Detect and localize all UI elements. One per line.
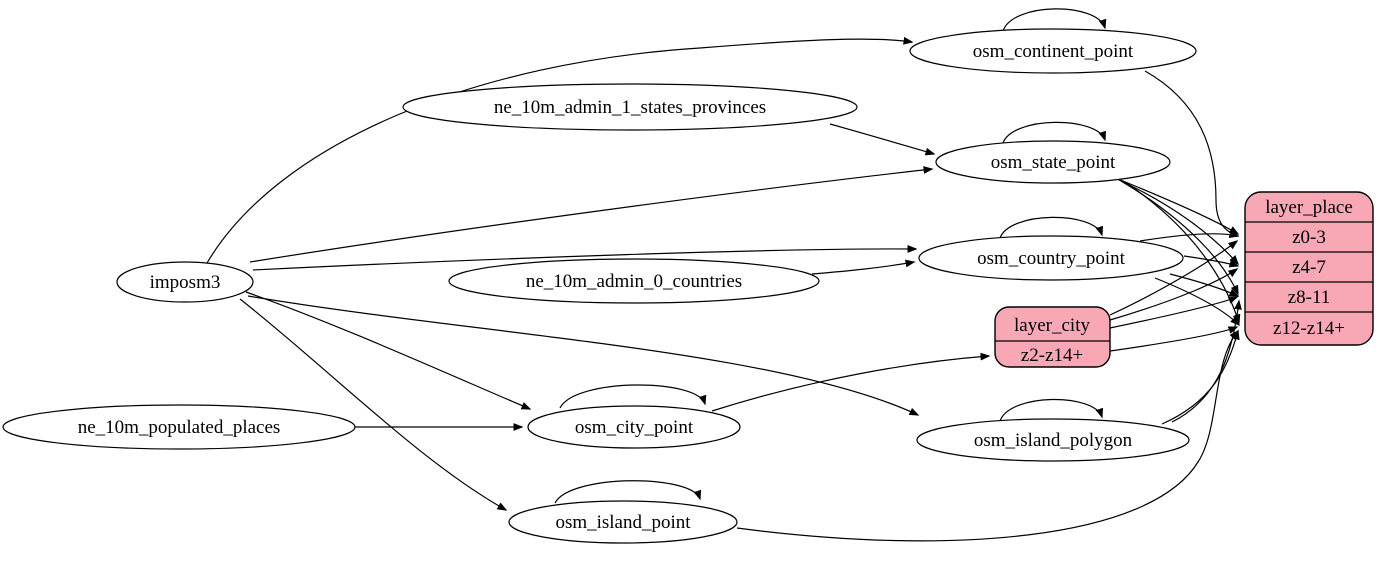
ne_10m_populated_places-label: ne_10m_populated_places [78,417,281,438]
edge-osm_city_point-layer_city [711,352,991,412]
edge-layer_city-layer_place-z4-7 [1109,268,1239,321]
edge-ne_10m_admin_0_countries-osm_country_point [811,259,916,275]
osm_island_point-ellipse [508,500,738,544]
edge-osm_state_point-layer_place-z4-7 [1116,178,1239,266]
edge-osm_continent_point-layer_place-z0-3 [1144,70,1240,238]
node-osm_continent_point: osm_continent_point [909,28,1197,74]
selfloop-osm_island_polygon [999,398,1103,422]
record-layer_place: layer_place z0-3 z4-7 z8-11 z12-z14+ [1244,191,1374,346]
node-osm_country_point: osm_country_point [918,235,1184,281]
edge-osm_country_point-layer_place-z4-7 [1183,255,1240,268]
node-osm_island_polygon: osm_island_polygon [916,418,1190,462]
ne_10m_admin_0_countries-ellipse [448,258,820,304]
osm_country_point-label: osm_country_point [977,248,1125,269]
edge-osm_island_point-layer_place-z12-z14 [736,329,1239,542]
osm_city_point-label: osm_city_point [575,417,694,438]
selfloop-osm_island_point [554,480,702,504]
edge-layer_city-layer_place-z0-3 [1109,240,1239,316]
edge-ne_10m_admin_1_states_provinces-osm_state_point [829,123,936,156]
osm_island_point-label: osm_island_point [555,512,691,533]
edges [206,8,1242,542]
imposm3-ellipse [116,261,254,303]
selfloop-osm_continent_point [1002,8,1107,32]
edge-layer_city-layer_place-z12-z14 [1109,326,1239,352]
edge-imposm3-osm_state_point [249,166,934,263]
ne_10m_admin_0_countries-label: ne_10m_admin_0_countries [526,271,742,292]
node-osm_state_point: osm_state_point [935,140,1171,184]
osm_country_point-ellipse [918,235,1184,281]
selfloop-osm_country_point [999,216,1103,239]
selfloop-osm_state_point [1002,121,1106,144]
edge-imposm3-osm_continent_point [206,36,914,264]
edge-osm_state_point-layer_place-z12-z14 [1124,181,1241,325]
edge-layer_city-layer_place-z8-11 [1109,296,1239,329]
osm_state_point-label: osm_state_point [991,152,1116,173]
layer_place-row-z0-3: z0-3 [1292,227,1326,248]
layer_place-row-z12-z14: z12-z14+ [1273,318,1345,339]
layer_city-row-z2-z14: z2-z14+ [1021,345,1083,366]
imposm3-label: imposm3 [150,272,221,293]
layer_place-row-z4-7: z4-7 [1292,257,1326,278]
edge-imposm3-osm_island_point [239,298,508,511]
node-imposm3: imposm3 [116,261,254,303]
ne_10m_admin_1_states_provinces-ellipse [402,83,858,131]
edge-osm_country_point-layer_place-z12-z14 [1154,277,1241,327]
ne_10m_admin_1_states_provinces-label: ne_10m_admin_1_states_provinces [494,97,766,118]
edge-imposm3-osm_island_polygon [247,295,920,416]
record-layer_city: layer_city z2-z14+ [994,306,1111,368]
node-ne_10m_admin_0_countries: ne_10m_admin_0_countries [448,258,820,304]
osm_continent_point-label: osm_continent_point [973,41,1134,62]
layer_place-box [1244,191,1374,346]
node-ne_10m_admin_1_states_provinces: ne_10m_admin_1_states_provinces [402,83,858,131]
edge-osm_country_point-layer_place-z8-11 [1169,273,1240,297]
edge-osm_island_polygon-layer_place-z8-11 [1171,299,1242,423]
osm_continent_point-ellipse [909,28,1197,74]
edge-osm_island_polygon-layer_place-z12-z14 [1161,329,1240,425]
ne_10m_populated_places-ellipse [2,404,356,450]
edge-imposm3-osm_country_point [252,245,918,271]
osm_island_polygon-label: osm_island_polygon [974,430,1133,451]
node-osm_island_point: osm_island_point [508,500,738,544]
layer_city-title: layer_city [1014,315,1090,336]
osm_state_point-ellipse [935,140,1171,184]
edge-osm_country_point-layer_place-z0-3 [1139,230,1240,242]
osm_city_point-ellipse [527,405,741,449]
edge-osm_state_point-layer_place-z0-3 [1112,176,1240,235]
osm_island_polygon-ellipse [916,418,1190,462]
node-ne_10m_populated_places: ne_10m_populated_places [2,404,356,450]
edge-imposm3-osm_city_point [245,291,532,410]
layer_place-title: layer_place [1265,197,1353,218]
layer_city-box [994,306,1111,368]
selfloop-osm_city_point [559,384,707,409]
layer_place-row-z8-11: z8-11 [1288,287,1331,308]
node-osm_city_point: osm_city_point [527,405,741,449]
